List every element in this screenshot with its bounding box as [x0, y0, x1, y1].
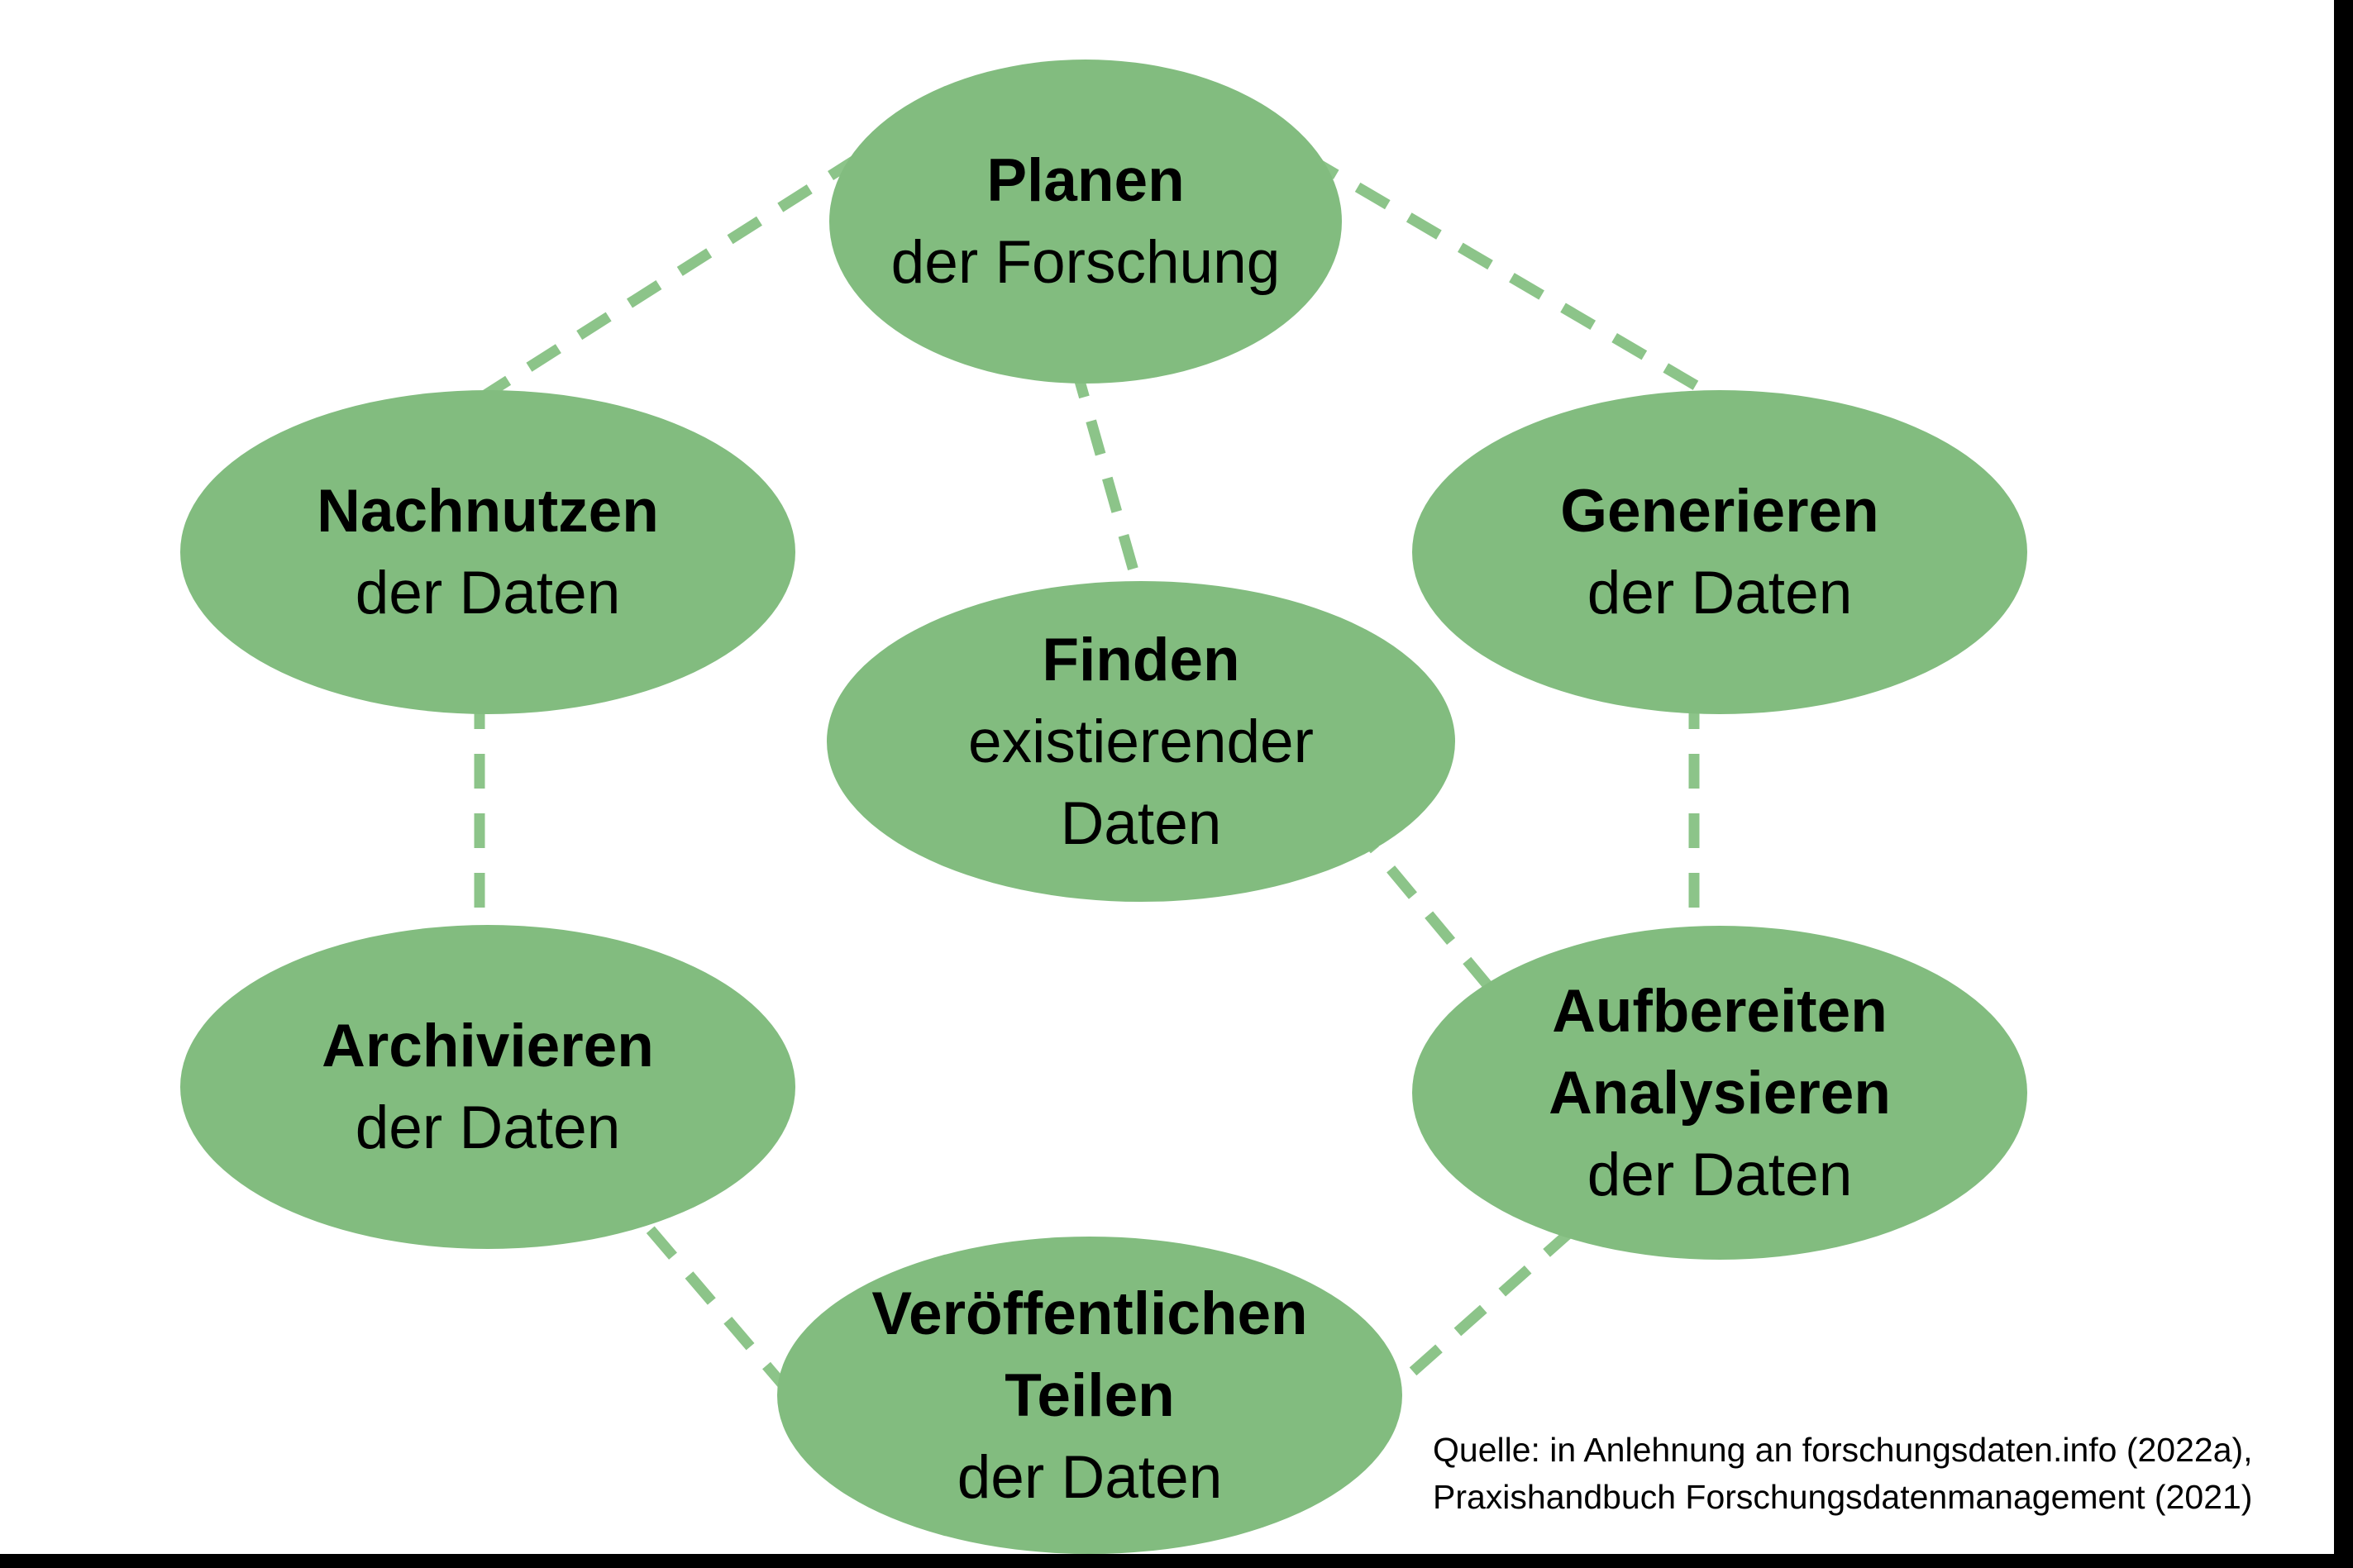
node-finden-subtitle-2: Daten	[1060, 789, 1222, 857]
connector-aufbereiten-veroeffentlichen	[1391, 1226, 1577, 1391]
node-archivieren-subtitle: der Daten	[355, 1094, 621, 1161]
node-aufbereiten-title-2: Analysieren	[1549, 1059, 1891, 1127]
source-citation-line-2: Praxishandbuch Forschungsdatenmanagement…	[1433, 1478, 2253, 1516]
node-veroeffentlichen-title-1: Veröffentlichen	[871, 1280, 1308, 1347]
connector-archivieren-veroeffentlichen	[608, 1180, 799, 1404]
node-finden: Finden existierender Daten	[827, 581, 1455, 902]
node-aufbereiten-subtitle: der Daten	[1587, 1141, 1853, 1208]
connector-planen-generieren	[1303, 152, 1740, 414]
node-veroeffentlichen-title-2: Teilen	[1005, 1361, 1175, 1429]
node-generieren-title: Generieren	[1560, 478, 1879, 545]
node-planen-title: Planen	[986, 147, 1185, 214]
node-archivieren-title: Archivieren	[322, 1013, 654, 1079]
node-nachnutzen-subtitle: der Daten	[355, 560, 621, 627]
node-veroeffentlichen-teilen: Veröffentlichen Teilen der Daten	[777, 1237, 1402, 1554]
source-citation: Quelle: in Anlehnung an forschungsdaten.…	[1433, 1427, 2334, 1521]
node-nachnutzen: Nachnutzen der Daten	[180, 390, 795, 714]
node-archivieren: Archivieren der Daten	[180, 925, 795, 1249]
node-planen: Planen der Forschung	[829, 60, 1342, 384]
node-veroeffentlichen-subtitle: der Daten	[957, 1443, 1223, 1511]
connector-finden-aufbereiten	[1348, 819, 1497, 996]
node-finden-title: Finden	[1042, 626, 1240, 693]
node-finden-subtitle-1: existierender	[968, 708, 1314, 775]
node-aufbereiten-title-1: Aufbereiten	[1552, 977, 1888, 1045]
bottom-frame-bar	[0, 1554, 2353, 1568]
node-generieren-subtitle: der Daten	[1587, 560, 1853, 627]
connector-planen-nachnutzen	[460, 152, 863, 414]
node-planen-subtitle: der Forschung	[890, 229, 1281, 296]
connector-planen-finden	[1069, 362, 1145, 593]
node-nachnutzen-title: Nachnutzen	[317, 478, 659, 545]
node-generieren: Generieren der Daten	[1412, 390, 2027, 714]
source-citation-line-1: Quelle: in Anlehnung an forschungsdaten.…	[1433, 1431, 2253, 1469]
node-aufbereiten-analysieren: Aufbereiten Analysieren der Daten	[1412, 926, 2027, 1260]
right-frame-bar	[2334, 0, 2353, 1568]
